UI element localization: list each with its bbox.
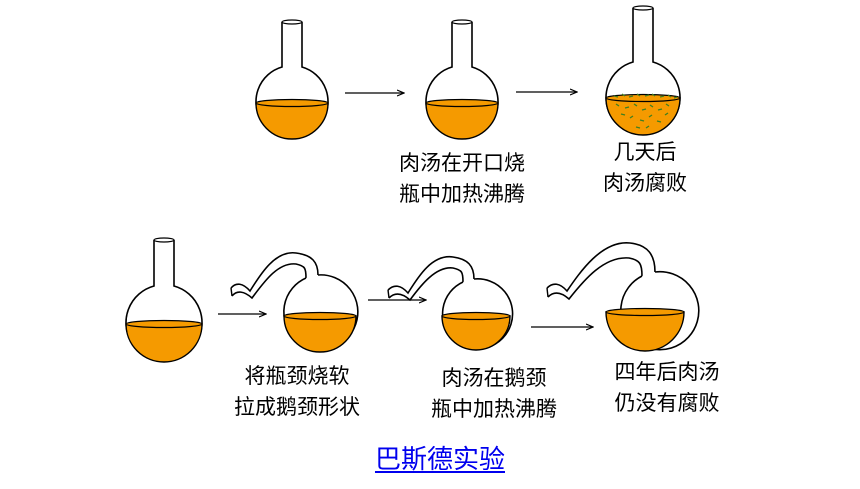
broth-fill <box>283 315 357 353</box>
spoiled-flask-icon <box>605 5 681 136</box>
caption-boil-swan-neck-flask: 肉汤在鹅颈 瓶中加热沸腾 <box>431 366 557 421</box>
boiling-flask-icon <box>425 19 499 140</box>
caption-broth-spoiled: 几天后 肉汤腐败 <box>603 140 687 195</box>
broth-fill <box>441 315 511 351</box>
straight-neck-flask-icon <box>125 237 203 363</box>
broth-fill <box>425 102 499 140</box>
microbes-icon <box>613 93 678 129</box>
unspoiled-swan-neck-flask-icon <box>546 242 700 352</box>
caption-not-spoiled: 四年后肉汤 仍没有腐败 <box>614 360 720 415</box>
caption-boil-open-flask: 肉汤在开口烧 瓶中加热沸腾 <box>399 151 525 206</box>
broth-fill <box>605 97 681 136</box>
diagram-title: 巴斯德实验 <box>374 445 505 475</box>
broth-fill <box>255 102 329 140</box>
broth-fill <box>605 311 685 352</box>
swan-neck-boiling-flask-icon <box>387 256 514 351</box>
swan-neck-flask-icon <box>230 252 359 353</box>
broth-fill <box>125 323 203 363</box>
open-flask-icon <box>255 19 329 140</box>
caption-make-swan-neck: 将瓶颈烧软 拉成鹅颈形状 <box>234 364 360 419</box>
